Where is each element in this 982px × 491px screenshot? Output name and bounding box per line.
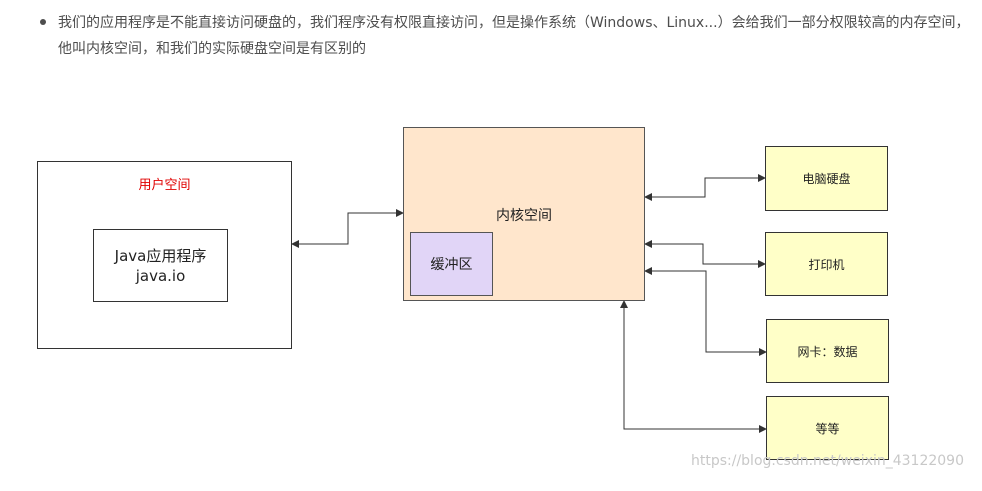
device-etc: 等等: [766, 396, 889, 460]
watermark: https://blog.csdn.net/weixin_43122090: [690, 453, 964, 469]
user-space-label: 用户空间: [138, 178, 191, 193]
buffer-box: 缓冲区: [410, 232, 493, 296]
java-app-title: Java应用程序: [114, 246, 207, 265]
device-network-card: 网卡：数据: [766, 319, 889, 383]
bullet-icon: [40, 19, 46, 25]
link-kernel-printer: [644, 240, 766, 268]
java-app-box: Java应用程序 java.io: [93, 229, 228, 302]
kernel-space-label: 内核空间: [496, 208, 552, 224]
description-paragraph: 我们的应用程序是不能直接访问硬盘的，我们程序没有权限直接访问，但是操作系统（Wi…: [58, 15, 970, 57]
java-app-package: java.io: [135, 266, 186, 285]
device-printer: 打印机: [765, 232, 888, 296]
link-kernel-etc: [620, 300, 767, 433]
link-kernel-netcard: [644, 267, 767, 356]
link-kernel-disk: [644, 174, 766, 201]
device-disk: 电脑硬盘: [765, 146, 888, 211]
link-user-kernel: [291, 209, 404, 248]
